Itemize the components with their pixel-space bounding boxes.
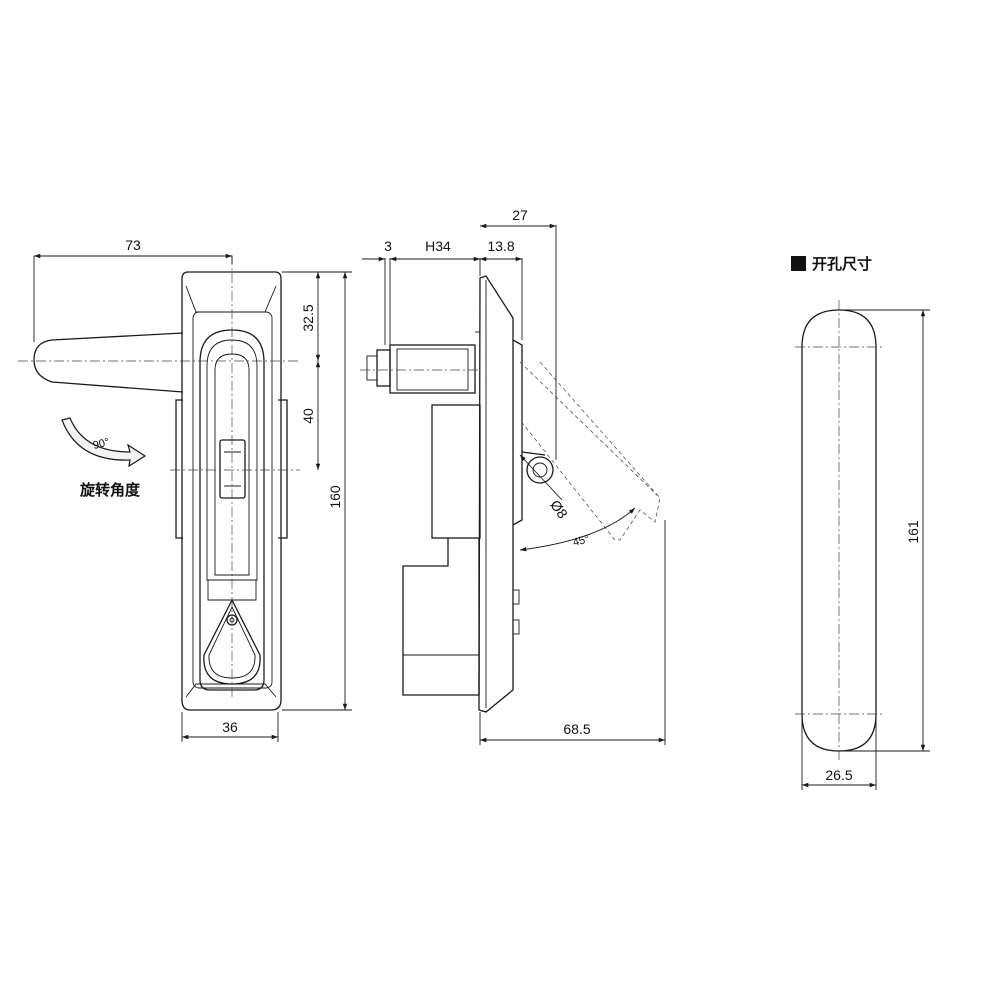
- front-view: 73 36 160 32.5 40 90° 旋转角度: [18, 237, 352, 742]
- dim-40-label: 40: [300, 408, 316, 424]
- dim-27-label: 27: [512, 207, 528, 223]
- cam-cylinder: [389, 344, 476, 394]
- rotation-arrow-icon: [61, 417, 147, 468]
- lock-body-outline: [181, 271, 282, 711]
- body-block: [431, 404, 481, 539]
- cutout-view: 开孔尺寸 161 26.5: [791, 255, 930, 790]
- handle-lever: [33, 332, 184, 393]
- dim-13-8-label: 13.8: [487, 238, 514, 254]
- lock-body-bevel: [185, 285, 277, 313]
- dim-73-label: 73: [125, 237, 141, 253]
- dim-32-5-label: 32.5: [300, 304, 316, 331]
- dim-36-label: 36: [222, 719, 238, 735]
- front-plate: [478, 275, 514, 713]
- lower-housing: [402, 538, 480, 696]
- cutout-title-square-icon: [791, 256, 806, 271]
- dim-160-label: 160: [327, 485, 343, 509]
- dim-45-label: 45°: [572, 533, 591, 549]
- dim-o8-label: Ø8: [547, 497, 571, 522]
- handle-slot: [199, 329, 265, 691]
- trigger-button: [219, 439, 246, 499]
- pivot-pin: [526, 456, 554, 484]
- dim-68-5-label: 68.5: [563, 721, 590, 737]
- cutout-title: 开孔尺寸: [812, 255, 872, 273]
- right-wing: [278, 399, 288, 539]
- left-wing: [175, 399, 183, 539]
- dim-161-label: 161: [905, 520, 921, 544]
- handle-open-ghost: [519, 361, 661, 541]
- rotation-angle-label: 90°: [92, 436, 111, 452]
- lock-nut: [376, 349, 391, 387]
- handle-profile: [512, 339, 523, 526]
- side-view: 3 H34 13.8 27 Ø8 45° 68.5: [360, 207, 666, 745]
- rotation-caption: 旋转角度: [79, 481, 141, 499]
- dim-3-label: 3: [384, 238, 392, 254]
- inner-frame: [192, 311, 273, 689]
- dim-26-5-label: 26.5: [825, 767, 852, 783]
- dim-h34-label: H34: [425, 238, 451, 254]
